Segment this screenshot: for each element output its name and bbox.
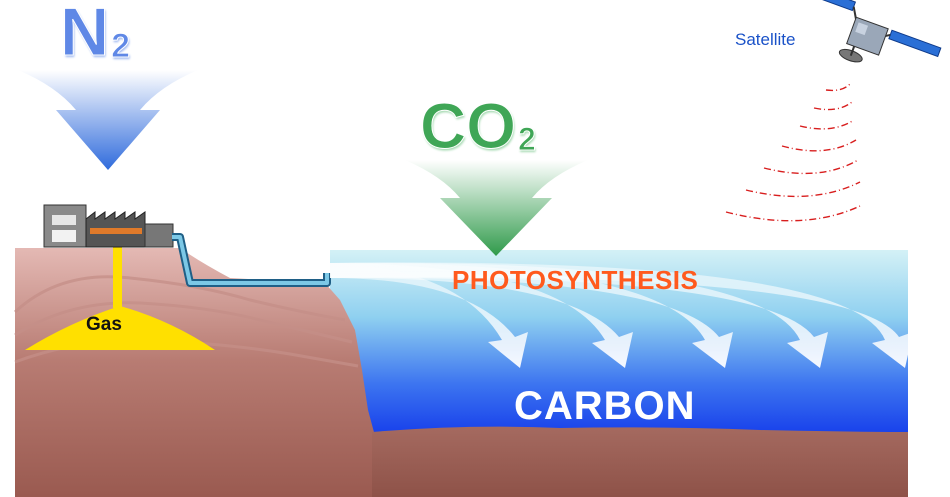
n2-arrow	[18, 70, 198, 170]
factory-icon	[43, 204, 174, 248]
satellite-signal	[725, 83, 861, 222]
n2-label: N2	[59, 0, 131, 84]
satellite-label: Satellite	[735, 30, 796, 49]
land	[15, 248, 908, 497]
n2-subscript: 2	[111, 27, 131, 66]
satellite-icon	[808, 0, 942, 63]
photosynthesis-arrows	[330, 262, 913, 368]
gas-deposit	[25, 306, 215, 350]
co2-main-text: CO	[420, 90, 517, 163]
photosynthesis-label: PHOTOSYNTHESIS	[452, 265, 699, 295]
n2-main-text: N	[59, 0, 110, 71]
co2-arrow	[405, 160, 588, 256]
pipeline	[172, 233, 331, 287]
co2-subscript: 2	[518, 121, 537, 158]
ocean-floor	[372, 426, 908, 497]
co2-label: CO2	[420, 90, 537, 175]
gas-well	[113, 246, 122, 308]
carbon-label: CARBON	[514, 384, 696, 428]
gas-label: Gas	[86, 314, 122, 335]
